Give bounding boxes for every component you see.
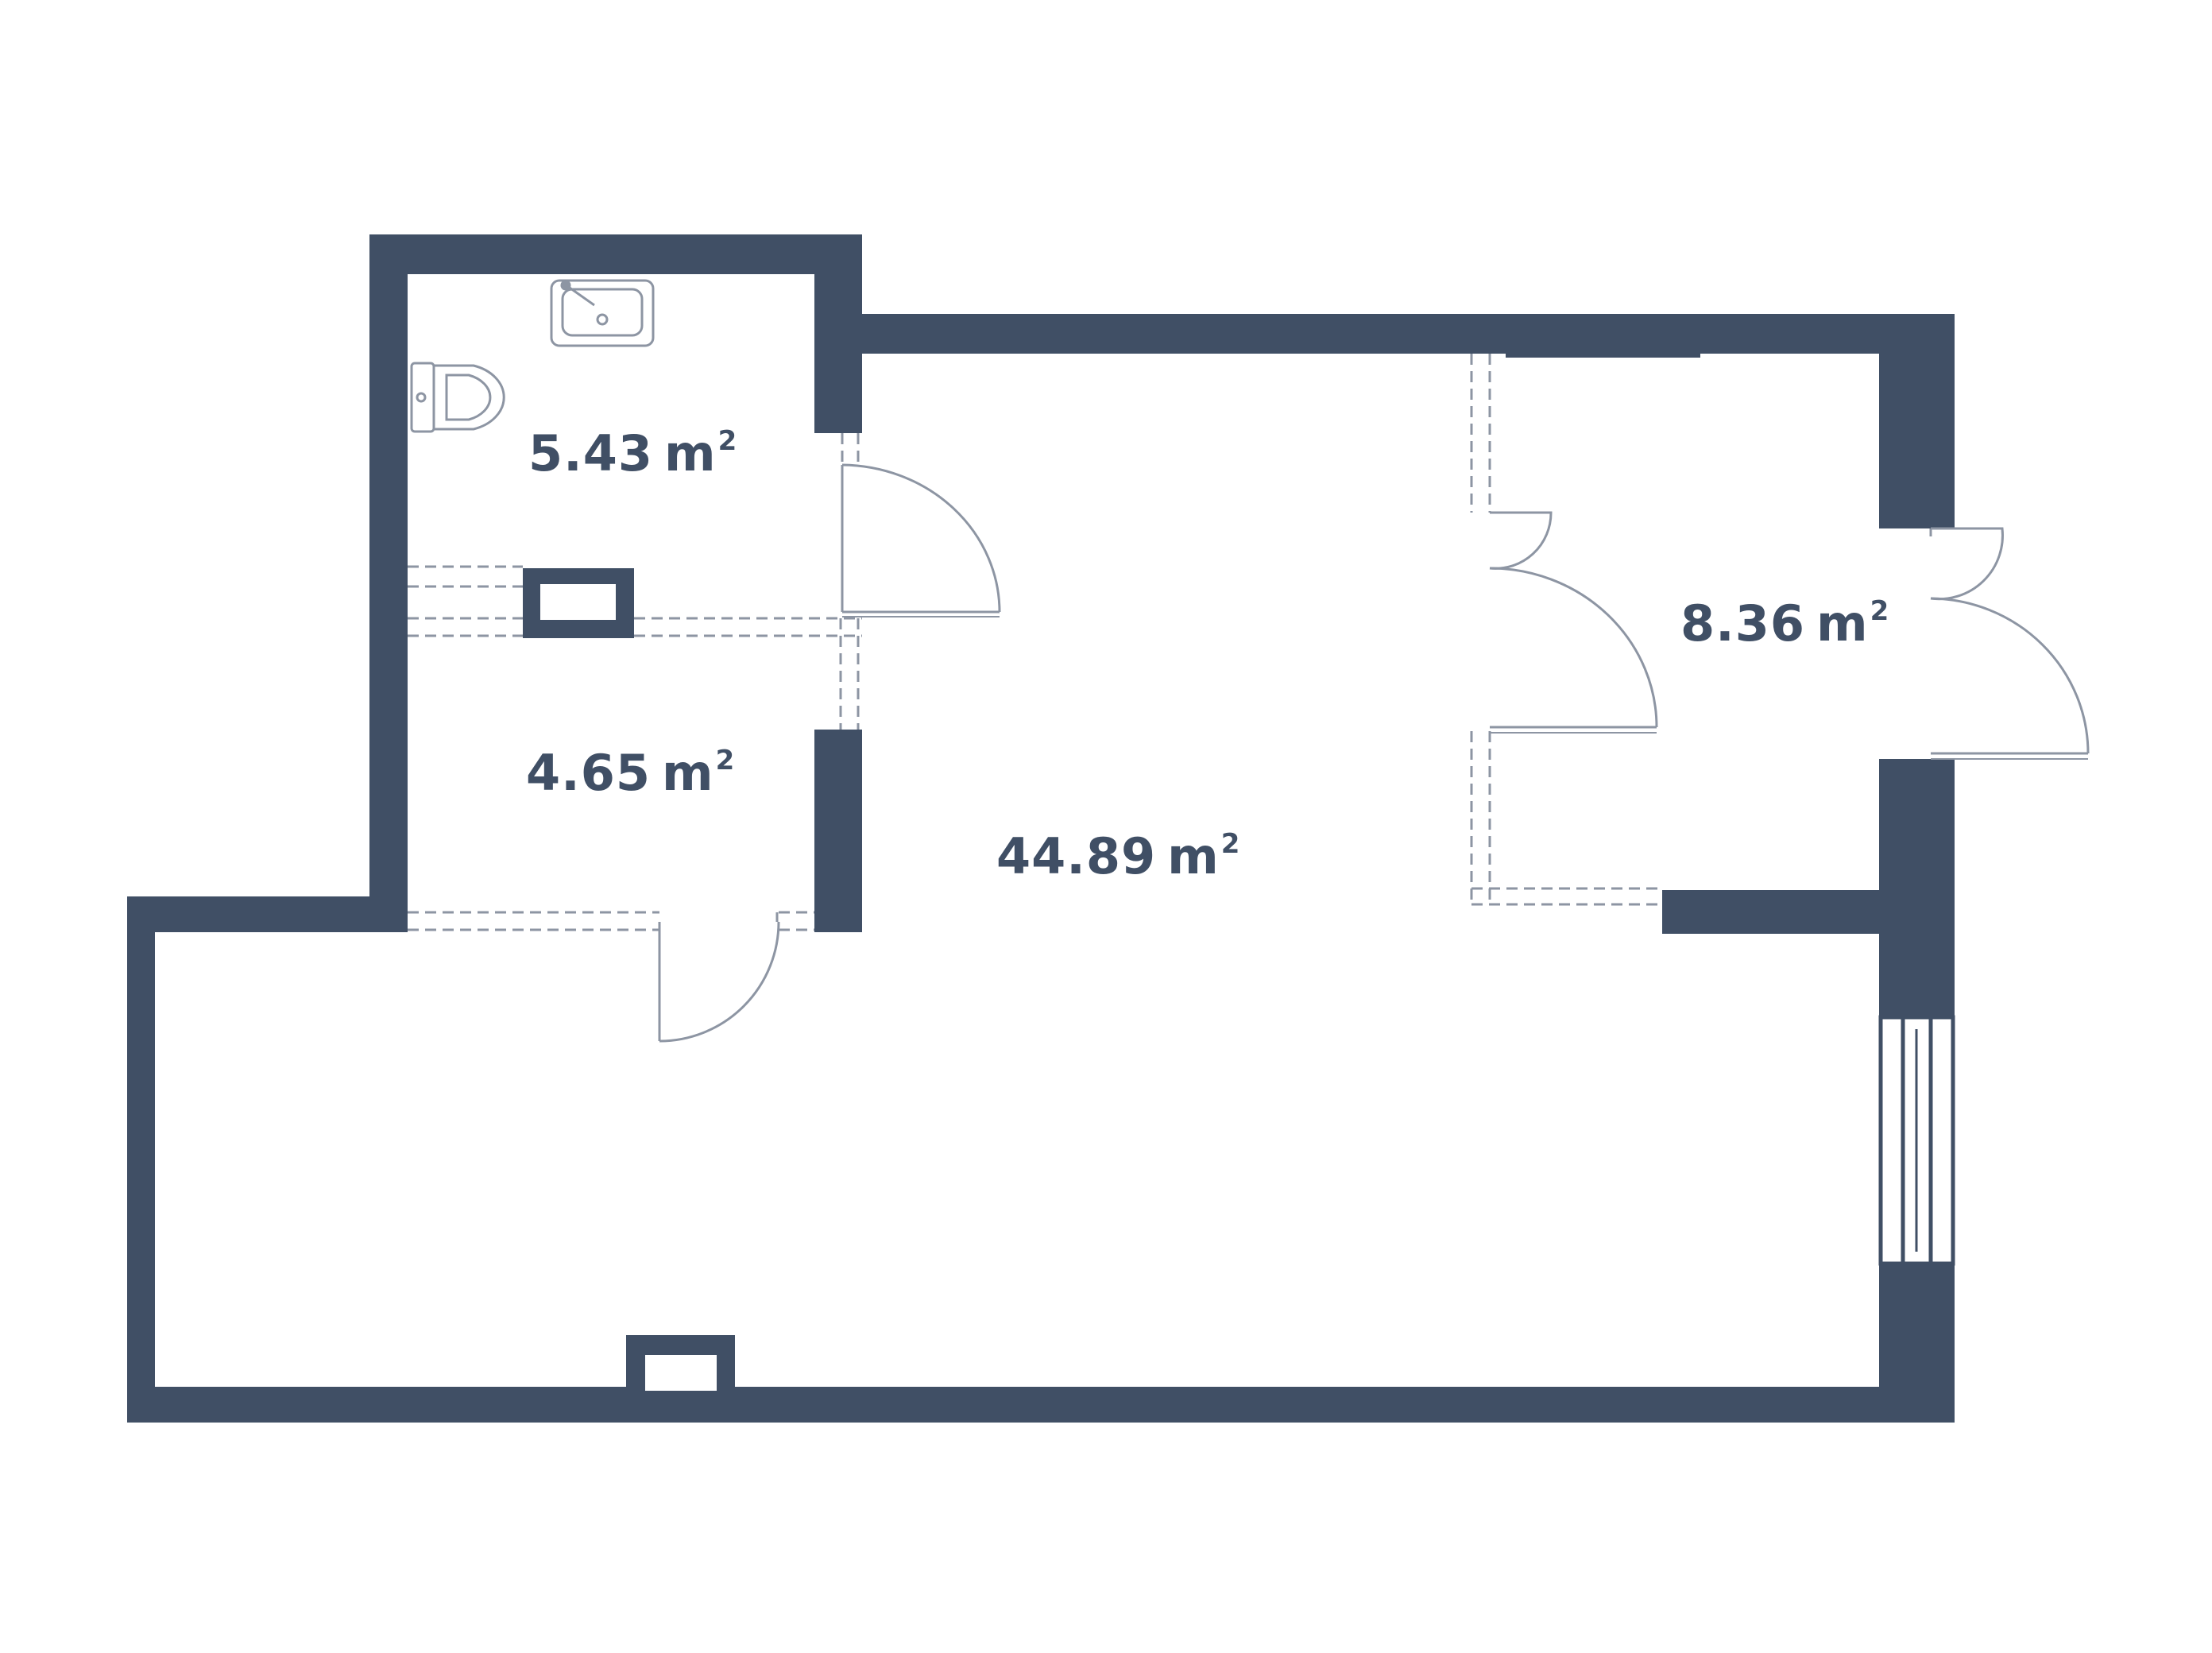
wall (862, 314, 1955, 354)
wall (369, 234, 862, 274)
area-value: 4.65 (526, 744, 651, 802)
area-power: 2 (715, 745, 736, 776)
wall (814, 730, 862, 932)
wall (1662, 890, 1879, 934)
area-value: 8.36 (1680, 594, 1805, 652)
wall (369, 234, 408, 932)
area-unit: m (663, 424, 717, 482)
wall (814, 234, 862, 433)
wall (127, 1387, 1955, 1423)
area-power: 2 (717, 425, 738, 457)
wall (127, 896, 155, 1423)
wall (1506, 314, 1700, 358)
door-swing-icon (658, 463, 2090, 1043)
walls (127, 234, 1955, 1423)
area-value: 44.89 (996, 827, 1157, 885)
area-power: 2 (1870, 595, 1890, 627)
wall (1879, 314, 1955, 528)
wall (1879, 759, 1955, 1017)
sink-icon (550, 279, 655, 347)
area-unit: m (1167, 827, 1220, 885)
wall (127, 896, 408, 932)
area-power: 2 (1220, 828, 1241, 860)
openings (408, 354, 1662, 931)
window-icon (1878, 1015, 1955, 1266)
area-unit: m (1816, 594, 1869, 652)
wall (1879, 1264, 1955, 1423)
area-unit: m (661, 744, 714, 802)
area-value: 5.43 (528, 424, 653, 482)
toilet-icon (410, 362, 505, 433)
